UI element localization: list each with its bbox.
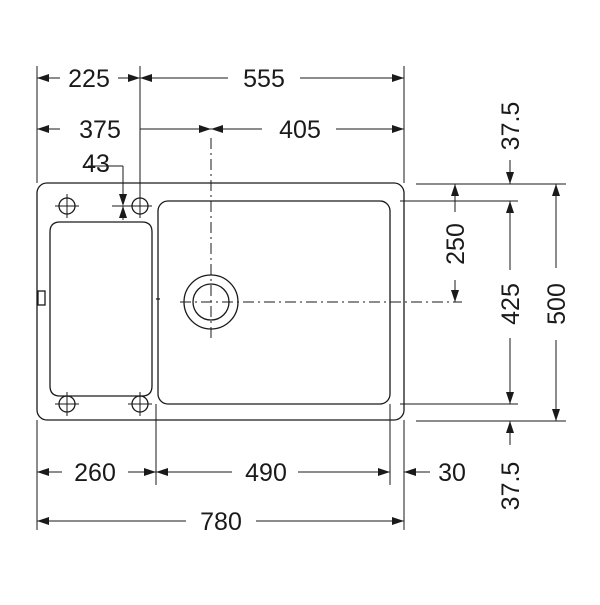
dim-label-260: 260 [74, 459, 116, 487]
tap-hole-marker-top-left [55, 194, 79, 218]
dim-label-555: 555 [243, 65, 285, 93]
dim-label-425: 425 [497, 283, 525, 325]
dim-label-37-5-bottom: 37.5 [497, 462, 525, 511]
dim-label-30: 30 [438, 459, 466, 487]
dim-label-780: 780 [200, 508, 242, 536]
dim-offset-43 [88, 165, 131, 220]
dim-row-260-490-30 [37, 468, 430, 476]
dim-label-225: 225 [68, 65, 110, 93]
dim-label-43: 43 [82, 150, 110, 178]
dim-label-250: 250 [442, 223, 470, 265]
dim-col-500 [552, 184, 560, 421]
dim-row-780 [37, 517, 404, 525]
extension-lines [36, 66, 566, 530]
dim-label-405: 405 [279, 116, 321, 144]
drainer-area [49, 221, 153, 397]
dim-col-250 [451, 184, 459, 302]
overflow-slot [37, 290, 46, 306]
tap-hole-marker-bottom-left [55, 392, 79, 416]
dim-label-490: 490 [245, 459, 287, 487]
tap-hole-marker-top-right [128, 194, 152, 218]
dim-label-500: 500 [543, 283, 571, 325]
dim-label-37-5-top: 37.5 [497, 102, 525, 151]
dim-label-375: 375 [79, 116, 121, 144]
sink-outline [36, 182, 405, 421]
tap-hole-marker-bottom-right [128, 392, 152, 416]
dim-row-225-555 [37, 74, 404, 82]
dim-col-37-425-37 [506, 160, 514, 445]
dim-row-375-405 [37, 125, 404, 133]
